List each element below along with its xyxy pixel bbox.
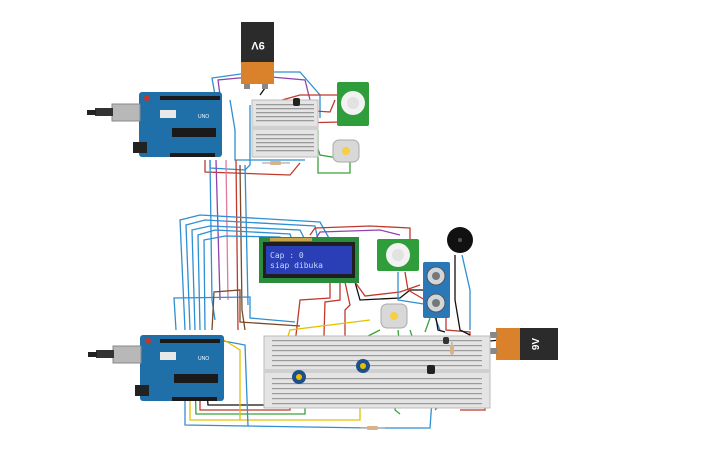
resistor-top[interactable] [262, 161, 290, 165]
resistor-bottom[interactable] [360, 426, 385, 430]
breadboard-small-top [251, 99, 319, 158]
wire [211, 289, 301, 331]
wire [454, 255, 471, 336]
lcd-16x2[interactable]: Cap : 0 siap dibuka [259, 237, 359, 283]
wire [197, 229, 293, 331]
potentiometer-2[interactable] [356, 359, 370, 373]
pir-sensor-bottom[interactable] [377, 239, 419, 271]
wire [239, 164, 246, 331]
dc-motor-bottom[interactable] [380, 303, 408, 329]
wire [211, 71, 321, 118]
wire [235, 159, 239, 331]
battery-label: 9V [251, 39, 265, 51]
wire [354, 281, 421, 297]
wire [244, 164, 249, 306]
battery-label: 9V [531, 338, 542, 351]
arduino-uno-top[interactable]: UNO [87, 92, 222, 157]
ultrasonic-sensor[interactable] [423, 262, 450, 318]
wire [204, 160, 301, 176]
transistor-small[interactable] [443, 337, 449, 344]
wire [309, 225, 411, 240]
wire [404, 271, 426, 301]
dc-motor-top[interactable] [332, 139, 360, 163]
board-label: UNO [198, 114, 209, 120]
wire [185, 219, 319, 331]
wire [191, 225, 306, 331]
wires [173, 71, 501, 429]
wire [291, 282, 331, 371]
wire [229, 99, 305, 161]
wire [314, 229, 401, 241]
reset-button[interactable] [144, 95, 150, 101]
wire [173, 296, 296, 331]
wire [223, 339, 241, 420]
pir-sensor-top[interactable] [337, 82, 369, 126]
battery-9v-bottom[interactable]: 9V [490, 328, 558, 360]
resistor-breadboard[interactable] [450, 342, 454, 356]
wire [354, 281, 430, 301]
board-label: UNO [198, 356, 209, 362]
arduino-uno-bottom[interactable]: UNO [88, 335, 224, 401]
battery-9v-top[interactable]: 9V [241, 22, 274, 89]
transistor-bottom[interactable] [427, 365, 435, 374]
wire [281, 87, 346, 101]
wire [424, 317, 431, 333]
piezo-buzzer[interactable] [447, 227, 473, 253]
potentiometer-1[interactable] [292, 370, 306, 384]
transistor-top[interactable] [293, 98, 300, 106]
lcd-line-2: siap dibuka [270, 261, 323, 270]
reset-button[interactable] [145, 338, 151, 344]
lcd-line-1: Cap : 0 [270, 251, 304, 260]
wire [435, 317, 446, 333]
wire [461, 254, 471, 330]
wire [209, 159, 216, 321]
